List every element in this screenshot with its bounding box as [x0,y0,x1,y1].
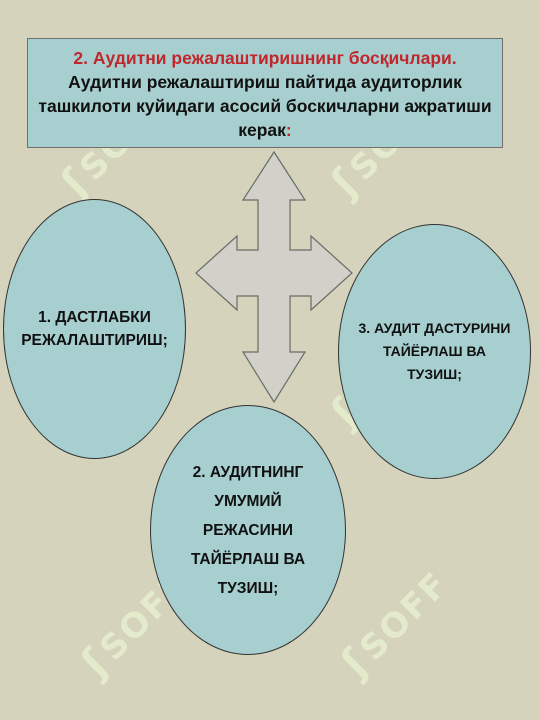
slide-title: 2. Аудитни режалаштиришнинг босқичлари. [73,48,457,68]
step-3-ellipse: 3. АУДИТ ДАСТУРИНИ ТАЙЁРЛАШ ВА ТУЗИШ; [338,224,531,479]
step-1-label: 1. ДАСТЛАБКИ РЕЖАЛАШТИРИШ; [21,309,168,349]
title-box: 2. Аудитни режалаштиришнинг босқичлари. … [27,38,503,148]
slide-subtitle: Аудитни режалаштириш пайтида аудиторлик … [38,72,492,140]
step-3-label: 3. АУДИТ ДАСТУРИНИ ТАЙЁРЛАШ ВА ТУЗИШ; [358,320,511,382]
title-colon: : [285,120,292,140]
four-way-arrow-shape [195,150,353,404]
step-2-label: 2. АУДИТНИНГ УМУМИЙ РЕЖАСИНИ ТАЙЁРЛАШ ВА… [190,463,306,597]
step-2-ellipse: 2. АУДИТНИНГ УМУМИЙ РЕЖАСИНИ ТАЙЁРЛАШ ВА… [150,405,346,655]
step-1-ellipse: 1. ДАСТЛАБКИ РЕЖАЛАШТИРИШ; [3,199,186,459]
